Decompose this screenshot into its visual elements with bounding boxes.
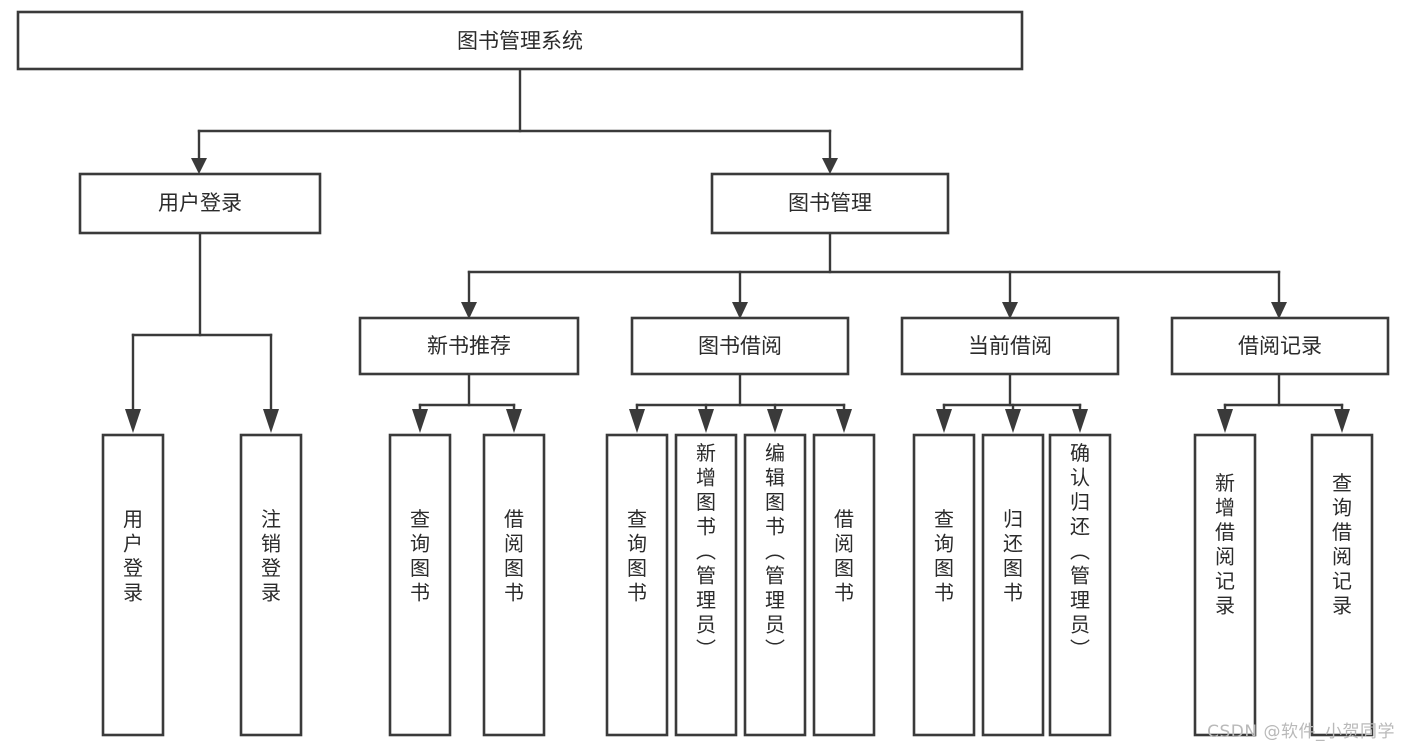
node-leaf-br-add-record-label: 新增借阅记录 [1215, 471, 1235, 618]
node-book-manage-box[interactable] [710, 172, 950, 235]
node-book-manage-label: 图书管理 [788, 191, 872, 215]
node-borrow-record-box[interactable] [1170, 316, 1390, 376]
node-leaf-bb-borrow-book-label: 借阅图书 [834, 507, 854, 605]
node-root-label: 图书管理系统 [457, 29, 583, 53]
node-user-login[interactable]: 用户登录 [78, 172, 322, 235]
node-leaf-cb-confirm-return-label: 确认归还︵管理员︶ [1070, 441, 1090, 661]
arrow-ul-leaf-2 [263, 409, 279, 433]
node-leaf-logout-label: 注销登录 [261, 507, 281, 605]
node-leaf-nb-borrow-book-box[interactable] [482, 433, 546, 737]
node-leaf-nb-query-book-label: 查询图书 [410, 507, 430, 605]
arrow-cb-leaf-2 [1005, 409, 1021, 433]
arrow-cb-leaf-1 [936, 409, 952, 433]
node-leaf-br-add-record-box[interactable] [1193, 433, 1257, 737]
node-leaf-user-login-label: 用户登录 [123, 507, 143, 605]
node-leaf-user-login[interactable]: 用户登录 [101, 433, 165, 737]
node-new-book-recommend-box[interactable] [358, 316, 580, 376]
node-leaf-nb-borrow-book-label: 借阅图书 [504, 507, 524, 605]
node-current-borrow-label: 当前借阅 [968, 334, 1052, 358]
arrow-bm-to-book-borrow [732, 302, 748, 319]
node-leaf-bb-query-book-box[interactable] [605, 433, 669, 737]
node-leaf-cb-return-book-label: 归还图书 [1003, 507, 1023, 605]
node-leaf-bb-query-book-label: 查询图书 [627, 507, 647, 605]
arrow-bb-leaf-2 [698, 409, 714, 433]
node-leaf-user-login-box[interactable] [101, 433, 165, 737]
arrow-cb-leaf-3 [1072, 409, 1088, 433]
node-leaf-bb-edit-book-label: 编辑图书︵管理员︶ [765, 441, 785, 661]
node-leaf-cb-query-book-label: 查询图书 [934, 507, 954, 605]
arrow-bb-leaf-1 [629, 409, 645, 433]
arrow-ul-leaf-1 [125, 409, 141, 433]
node-leaf-bb-edit-book-box[interactable] [743, 433, 807, 737]
arrow-br-leaf-1 [1217, 409, 1233, 433]
node-leaf-cb-return-book[interactable]: 归还图书 [981, 433, 1045, 737]
arrow-bm-to-borrow-record [1271, 302, 1287, 319]
connector-layer [125, 67, 1350, 433]
node-leaf-cb-confirm-return-box[interactable] [1048, 433, 1112, 737]
node-leaf-nb-query-book-box[interactable] [388, 433, 452, 737]
node-leaf-bb-query-book[interactable]: 查询图书 [605, 433, 669, 737]
node-leaf-bb-add-book-label: 新增图书︵管理员︶ [696, 441, 716, 661]
arrow-bm-to-new-book [461, 302, 477, 319]
node-leaf-cb-return-book-box[interactable] [981, 433, 1045, 737]
node-leaf-nb-query-book[interactable]: 查询图书 [388, 433, 452, 737]
node-root-box[interactable] [16, 10, 1024, 71]
node-user-login-label: 用户登录 [158, 191, 242, 215]
arrow-nb-leaf-2 [506, 409, 522, 433]
arrow-br-leaf-2 [1334, 409, 1350, 433]
arrow-bb-leaf-4 [836, 409, 852, 433]
node-current-borrow-box[interactable] [900, 316, 1120, 376]
node-leaf-bb-add-book-box[interactable] [674, 433, 738, 737]
arrow-root-to-book-manage [822, 158, 838, 174]
node-leaf-cb-query-book[interactable]: 查询图书 [912, 433, 976, 737]
node-user-login-box[interactable] [78, 172, 322, 235]
node-leaf-br-add-record[interactable]: 新增借阅记录 [1193, 433, 1257, 737]
arrow-root-to-user-login [191, 158, 207, 174]
node-leaf-bb-borrow-book[interactable]: 借阅图书 [812, 433, 876, 737]
node-current-borrow[interactable]: 当前借阅 [900, 316, 1120, 376]
node-borrow-record[interactable]: 借阅记录 [1170, 316, 1390, 376]
node-leaf-bb-borrow-book-box[interactable] [812, 433, 876, 737]
node-leaf-logout[interactable]: 注销登录 [239, 433, 303, 737]
node-leaf-br-query-record-label: 查询借阅记录 [1332, 471, 1352, 618]
node-leaf-br-query-record-box[interactable] [1310, 433, 1374, 737]
node-new-book-recommend[interactable]: 新书推荐 [358, 316, 580, 376]
node-book-borrow-box[interactable] [630, 316, 850, 376]
node-leaf-bb-add-book[interactable]: 新增图书︵管理员︶ [674, 433, 738, 737]
node-leaf-cb-query-book-box[interactable] [912, 433, 976, 737]
node-new-book-recommend-label: 新书推荐 [427, 334, 511, 358]
arrow-nb-leaf-1 [412, 409, 428, 433]
node-book-manage[interactable]: 图书管理 [710, 172, 950, 235]
node-leaf-bb-edit-book[interactable]: 编辑图书︵管理员︶ [743, 433, 807, 737]
node-leaf-br-query-record[interactable]: 查询借阅记录 [1310, 433, 1374, 737]
node-book-borrow-label: 图书借阅 [698, 334, 782, 358]
node-root[interactable]: 图书管理系统 [16, 10, 1024, 71]
arrow-bb-leaf-3 [767, 409, 783, 433]
csdn-watermark: CSDN @软件_小贺同学 [1207, 722, 1395, 742]
node-borrow-record-label: 借阅记录 [1238, 334, 1322, 358]
arrow-bm-to-current-borrow [1002, 302, 1018, 319]
node-book-borrow[interactable]: 图书借阅 [630, 316, 850, 376]
node-leaf-logout-box[interactable] [239, 433, 303, 737]
node-leaf-nb-borrow-book[interactable]: 借阅图书 [482, 433, 546, 737]
node-leaf-cb-confirm-return[interactable]: 确认归还︵管理员︶ [1048, 433, 1112, 737]
